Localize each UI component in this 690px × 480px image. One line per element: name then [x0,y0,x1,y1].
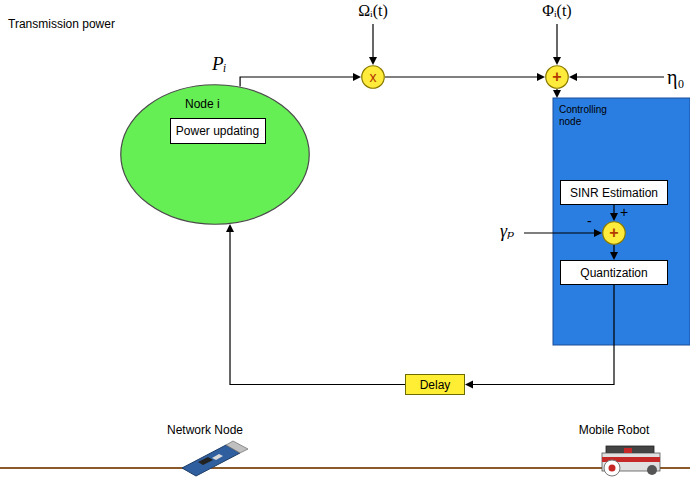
caption-label: Mobile Robot [579,424,650,438]
adder-circle: + [602,221,626,245]
network-node-ellipse: Node i Power updating [120,84,310,225]
sign-mark: - [587,213,592,229]
node-text: x [370,70,377,84]
footer-rule [0,467,690,469]
signal-arrow [610,205,618,221]
controlling-node-panel [553,98,690,345]
process-box: Quantization [560,260,668,285]
node-text: SINR Estimation [570,187,658,199]
signal-arrow [553,89,561,98]
signal-arrow [610,245,618,260]
node-text: Node i [185,97,220,111]
signal-name: Ωᵢ(t) [358,2,388,20]
process-box: SINR Estimation [560,180,668,205]
adder-circle: + [545,65,569,89]
node-text: Quantization [580,267,647,279]
node-heading: Controlling node [559,104,621,128]
network-node-device [182,441,248,476]
phi-input-arrow [553,24,561,65]
sign-mark: + [620,204,628,220]
process-box: Power updating [170,118,266,144]
signal-name: Φᵢ(t) [542,2,571,20]
mobile-robot-picture [602,446,660,476]
target-sinr-arrow [524,229,602,237]
axis-note: Transmission power [8,18,115,32]
node-text: + [609,225,618,241]
signal-name: γₚ [500,221,514,242]
omega-input-arrow [369,24,377,65]
node-text: Delay [420,379,451,391]
signal-arrow [240,73,361,87]
node-text: + [552,69,561,85]
controlling-node-box: Controlling nodeSINR Estimation + Quantiza… [553,98,690,345]
signal-arrow [465,285,614,389]
signal-name: Pᵢ [212,53,227,75]
delay-box: Delay [405,374,465,395]
caption-label: Network Node [167,424,243,438]
signal-arrow [385,73,545,81]
node-text: Power updating [176,125,259,137]
multiplier-circle: x [361,65,385,89]
signal-name: η₀ [667,66,684,89]
signal-arrow [226,224,405,384]
noise-input-arrow [569,73,664,81]
